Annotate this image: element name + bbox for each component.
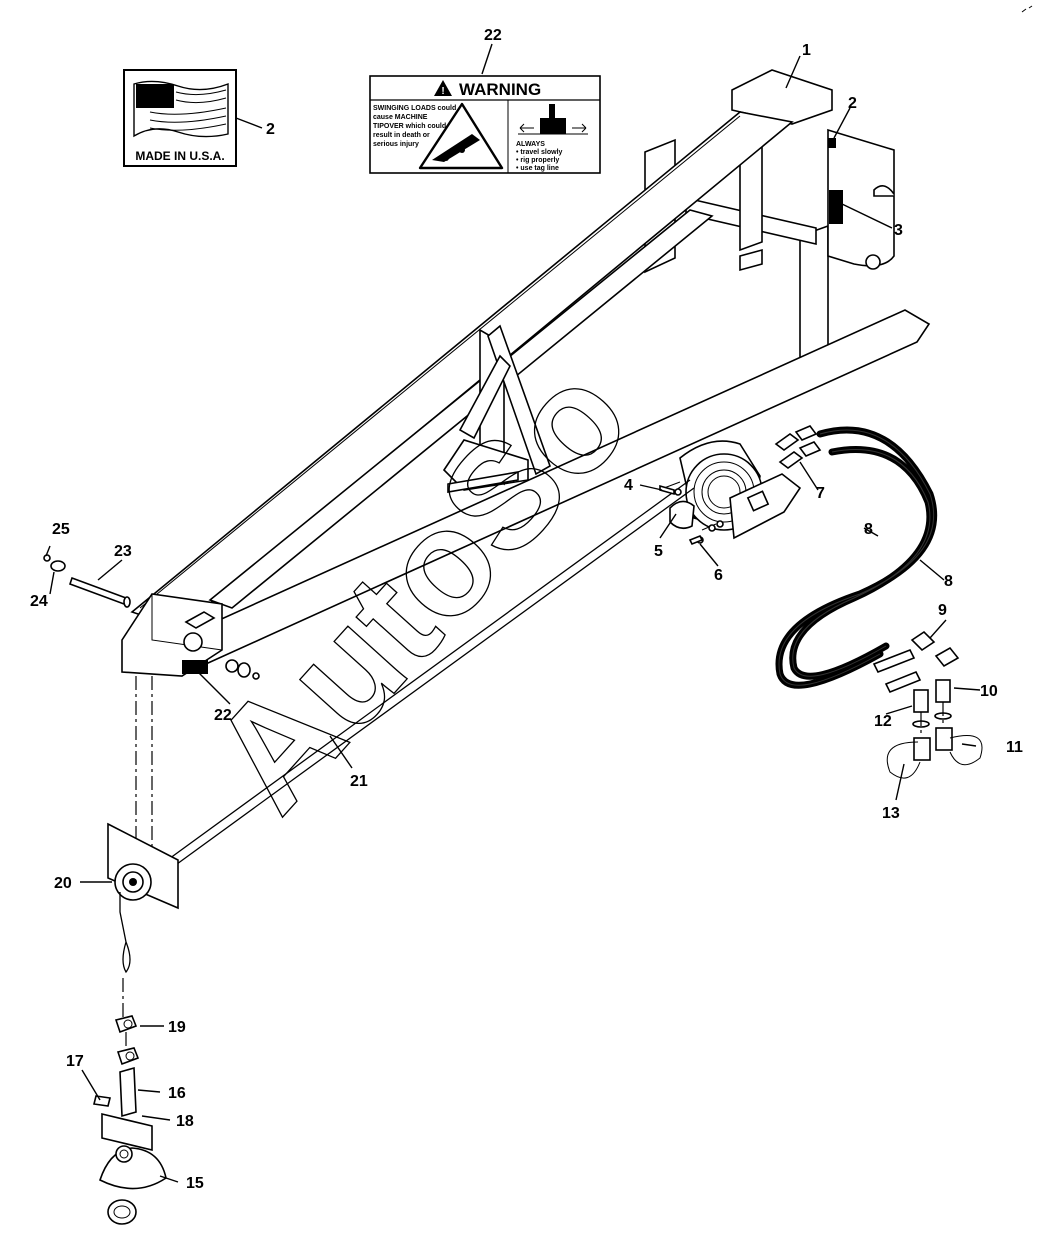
callout-8-lower: 8 [944,573,953,590]
tipover-pictogram-icon [418,102,504,170]
svg-text:!: ! [441,86,444,97]
cable-and-hook [93,479,695,1225]
callout-13: 13 [882,805,900,822]
fasteners [659,484,724,546]
callout-15: 15 [186,1175,204,1192]
callout-9: 9 [938,602,947,619]
callout-4: 4 [624,477,633,494]
callout-19: 19 [168,1019,186,1036]
warning-line: SWINGING LOADS could [373,105,456,112]
callout-11: 11 [1006,739,1023,756]
hose-fittings [774,425,822,469]
callout-23: 23 [114,543,132,560]
flag-icon [133,80,229,138]
warning-line: TIPOVER which could [373,123,446,130]
callout-16: 16 [168,1085,186,1102]
warning-header: WARNING [459,80,541,99]
warning-line: result in death or [373,132,430,139]
callout-6: 6 [714,567,723,584]
made-in-usa-decal: MADE IN U.S.A. [123,69,237,167]
callout-8-upper: 8 [864,521,873,538]
warning-line: • travel slowly [516,149,563,156]
callout-3: 3 [894,222,903,239]
warning-line: • use tag line [516,165,559,172]
callout-22-top: 22 [484,27,502,44]
warning-triangle-icon: ! [434,80,452,97]
winch-assembly [663,440,802,544]
callout-5: 5 [654,543,663,560]
warning-line: cause MACHINE [373,114,428,121]
hydraulic-hoses [775,426,938,689]
callout-18: 18 [176,1113,194,1130]
callout-21: 21 [350,773,368,790]
quick-couplers [872,630,983,779]
rigging-pictogram-icon [518,104,588,135]
warning-decal: ! WARNING SWINGING LOADS could cause MAC… [369,75,601,174]
warning-line: serious injury [373,141,419,148]
made-in-usa-text: MADE IN U.S.A. [135,149,224,163]
callout-24: 24 [30,593,48,610]
callout-20: 20 [54,875,72,892]
callout-7: 7 [816,485,825,502]
callout-17: 17 [66,1053,84,1070]
callout-2-right: 2 [848,95,857,112]
pivot-pin [43,554,131,608]
washer-set [225,659,260,680]
callout-12: 12 [874,713,892,730]
leader-lines [45,43,981,1183]
callout-25: 25 [52,521,70,538]
warning-line: ALWAYS [516,141,545,148]
callout-labels: 22 1 2 2 3 4 5 6 7 8 8 9 10 11 12 13 15 … [30,27,1023,1192]
warning-left-text: SWINGING LOADS could cause MACHINE TIPOV… [373,105,456,148]
warning-line: • rig properly [516,157,559,164]
boom-frame [121,69,931,677]
warning-right-text: ALWAYS • travel slowly • rig properly • … [516,141,563,172]
corner-mark [1021,5,1033,13]
callout-22-bottom: 22 [214,707,232,724]
callout-1: 1 [802,42,811,59]
callout-10: 10 [980,683,998,700]
callout-2-left: 2 [266,121,275,138]
